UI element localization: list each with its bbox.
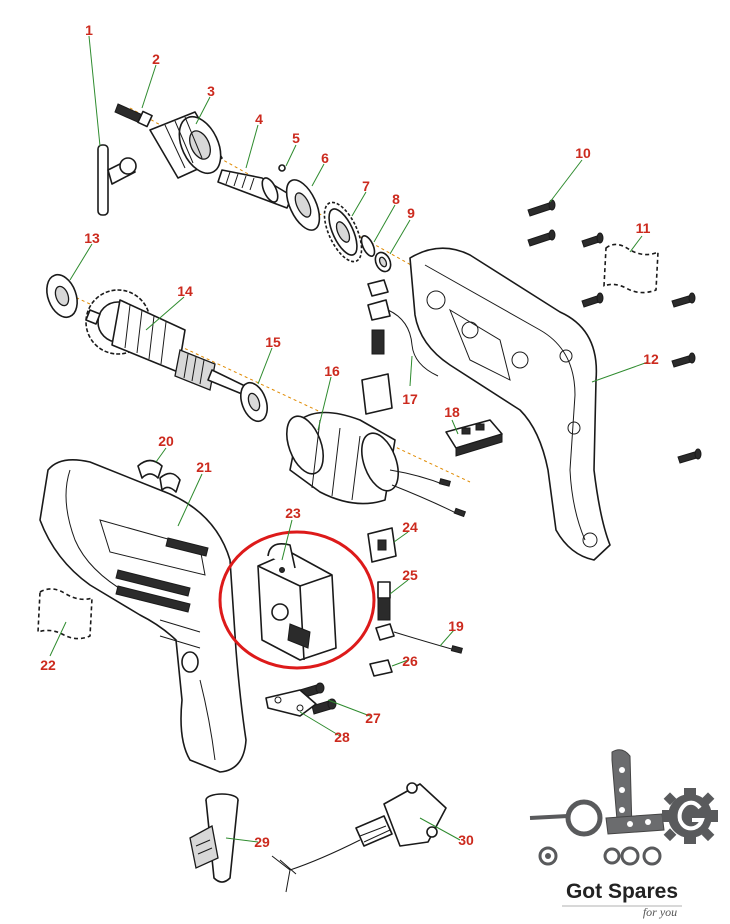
part-terminal-block[interactable]: [445, 419, 503, 457]
logo-subtitle: for you: [643, 905, 677, 919]
part-power-cord-plug[interactable]: [271, 782, 447, 893]
callout-13: 13: [84, 230, 100, 246]
part-housing-left-half[interactable]: [39, 459, 247, 773]
part-steel-ball[interactable]: [278, 164, 286, 172]
callout-5: 5: [292, 130, 300, 146]
part-output-spindle[interactable]: [217, 169, 293, 209]
callout-16: 16: [324, 363, 340, 379]
part-cord-clamp[interactable]: [265, 689, 317, 717]
highlight-circle: [218, 530, 376, 670]
part-housing-screws[interactable]: [527, 199, 702, 464]
callout-10: 10: [575, 145, 591, 161]
logo-title: Got Spares: [566, 880, 678, 903]
part-ball-bearing-rear[interactable]: [41, 271, 82, 322]
part-side-handle[interactable]: [189, 793, 239, 883]
callout-19: 19: [448, 618, 464, 634]
callout-15: 15: [265, 334, 281, 350]
callout-3: 3: [207, 83, 215, 99]
part-brush-lead[interactable]: [375, 623, 463, 654]
callout-4: 4: [255, 111, 263, 127]
part-circlip[interactable]: [359, 234, 377, 258]
part-armature-rotor[interactable]: [85, 289, 246, 395]
part-rating-label-left[interactable]: [37, 588, 93, 640]
callout-27: 27: [365, 710, 381, 726]
callout-20: 20: [158, 433, 174, 449]
part-carbon-brush[interactable]: [377, 581, 391, 621]
part-keyed-chuck[interactable]: [149, 110, 229, 180]
part-chuck-key[interactable]: [97, 144, 137, 216]
part-chuck-screw[interactable]: [114, 103, 153, 128]
callout-17: 17: [402, 391, 418, 407]
callout-30: 30: [458, 832, 474, 848]
part-drive-gear[interactable]: [317, 197, 369, 267]
callout-24: 24: [402, 519, 418, 535]
callout-18: 18: [444, 404, 460, 420]
callout-26: 26: [402, 653, 418, 669]
callout-12: 12: [643, 351, 659, 367]
callout-22: 22: [40, 657, 56, 673]
callout-28: 28: [334, 729, 350, 745]
part-needle-bearing[interactable]: [372, 250, 393, 274]
callout-21: 21: [196, 459, 212, 475]
callout-7: 7: [362, 178, 370, 194]
leader-lines: [49, 35, 649, 843]
callout-8: 8: [392, 191, 400, 207]
got-spares-logo[interactable]: Got Spares for you: [529, 749, 718, 919]
callout-25: 25: [402, 567, 418, 583]
part-field-stator[interactable]: [280, 411, 467, 518]
part-cable-clip[interactable]: [137, 459, 181, 493]
part-housing-right-half[interactable]: [409, 247, 611, 561]
callout-11: 11: [636, 220, 651, 236]
callout-14: 14: [177, 283, 193, 299]
part-armature-bearing[interactable]: [236, 379, 272, 425]
part-trigger-switch[interactable]: [257, 543, 337, 661]
callout-1: 1: [85, 22, 93, 38]
callout-23: 23: [285, 505, 301, 521]
callout-2: 2: [152, 51, 160, 67]
part-brush-cap[interactable]: [369, 659, 393, 677]
part-brush-holder-right[interactable]: [367, 527, 397, 563]
part-ball-bearing-front[interactable]: [280, 175, 326, 235]
callout-29: 29: [254, 834, 270, 850]
callout-numbers: 1 2 3 4 5 6 7 8 9 10 11 12 13 14 15 16 1…: [40, 22, 659, 850]
tools-gear-logo-icon: [529, 749, 718, 866]
part-rating-label-right[interactable]: [603, 243, 659, 294]
part-brush-holder-left[interactable]: [361, 279, 439, 415]
callout-6: 6: [321, 150, 329, 166]
callout-9: 9: [407, 205, 415, 221]
